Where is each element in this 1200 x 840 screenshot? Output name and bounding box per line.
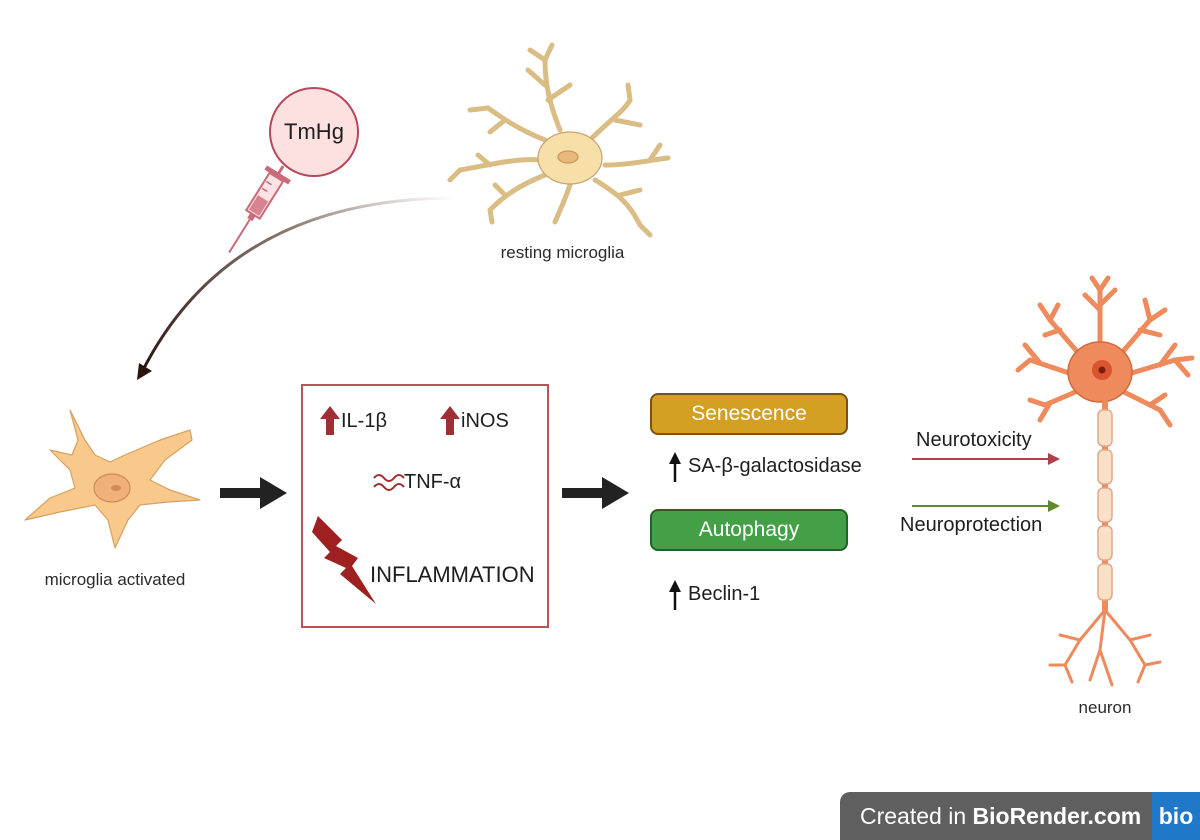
il1b-up-arrow-icon [320, 406, 340, 435]
senescence-box: Senescence [650, 393, 848, 435]
tmhg-circle [269, 87, 359, 177]
il1b-label: IL-1β [341, 410, 387, 432]
sa-beta-gal-up-arrow-icon [669, 452, 681, 482]
watermark-brand: BioRender.com [972, 802, 1142, 829]
inflammation-box [301, 384, 549, 628]
beclin-up-arrow-icon [669, 580, 681, 610]
inos-label: iNOS [461, 410, 509, 432]
syringe-icon [228, 165, 291, 254]
arrow-to-inflammation [220, 477, 287, 509]
biorender-logo-icon: bio [1152, 792, 1200, 840]
beclin-label: Beclin-1 [688, 583, 761, 605]
watermark-prefix: Created in [860, 802, 973, 829]
watermark-text: Created in BioRender.com [840, 803, 1152, 830]
autophagy-box: Autophagy [650, 509, 848, 551]
tnf-wave-icon [373, 474, 405, 491]
biorender-watermark[interactable]: Created in BioRender.com bio [840, 792, 1200, 840]
resting-microglia-cell [447, 42, 671, 238]
tmhg-label: TmHg [284, 119, 344, 144]
neuroprotection-arrow [912, 500, 1060, 512]
neuron-label: neuron [1078, 698, 1132, 717]
tnfa-label: TNF-α [404, 471, 462, 493]
activated-microglia-label: microglia activated [44, 570, 186, 589]
neurotoxicity-label: Neurotoxicity [916, 429, 1032, 451]
resting-microglia-label: resting microglia [500, 243, 625, 262]
neuron-cell [1015, 275, 1195, 687]
activated-microglia-cell [24, 409, 201, 549]
activation-curve-arrowhead [137, 363, 152, 380]
neuroprotection-label: Neuroprotection [900, 514, 1043, 536]
lightning-bolt-icon [312, 516, 376, 604]
inos-up-arrow-icon [440, 406, 460, 435]
neurotoxicity-arrow [912, 453, 1060, 465]
inflammation-label: INFLAMMATION [370, 562, 535, 587]
arrow-to-outcomes [562, 477, 629, 509]
activation-curve-arrow [141, 196, 456, 371]
sa-beta-gal-label: SA-β-galactosidase [688, 455, 862, 477]
